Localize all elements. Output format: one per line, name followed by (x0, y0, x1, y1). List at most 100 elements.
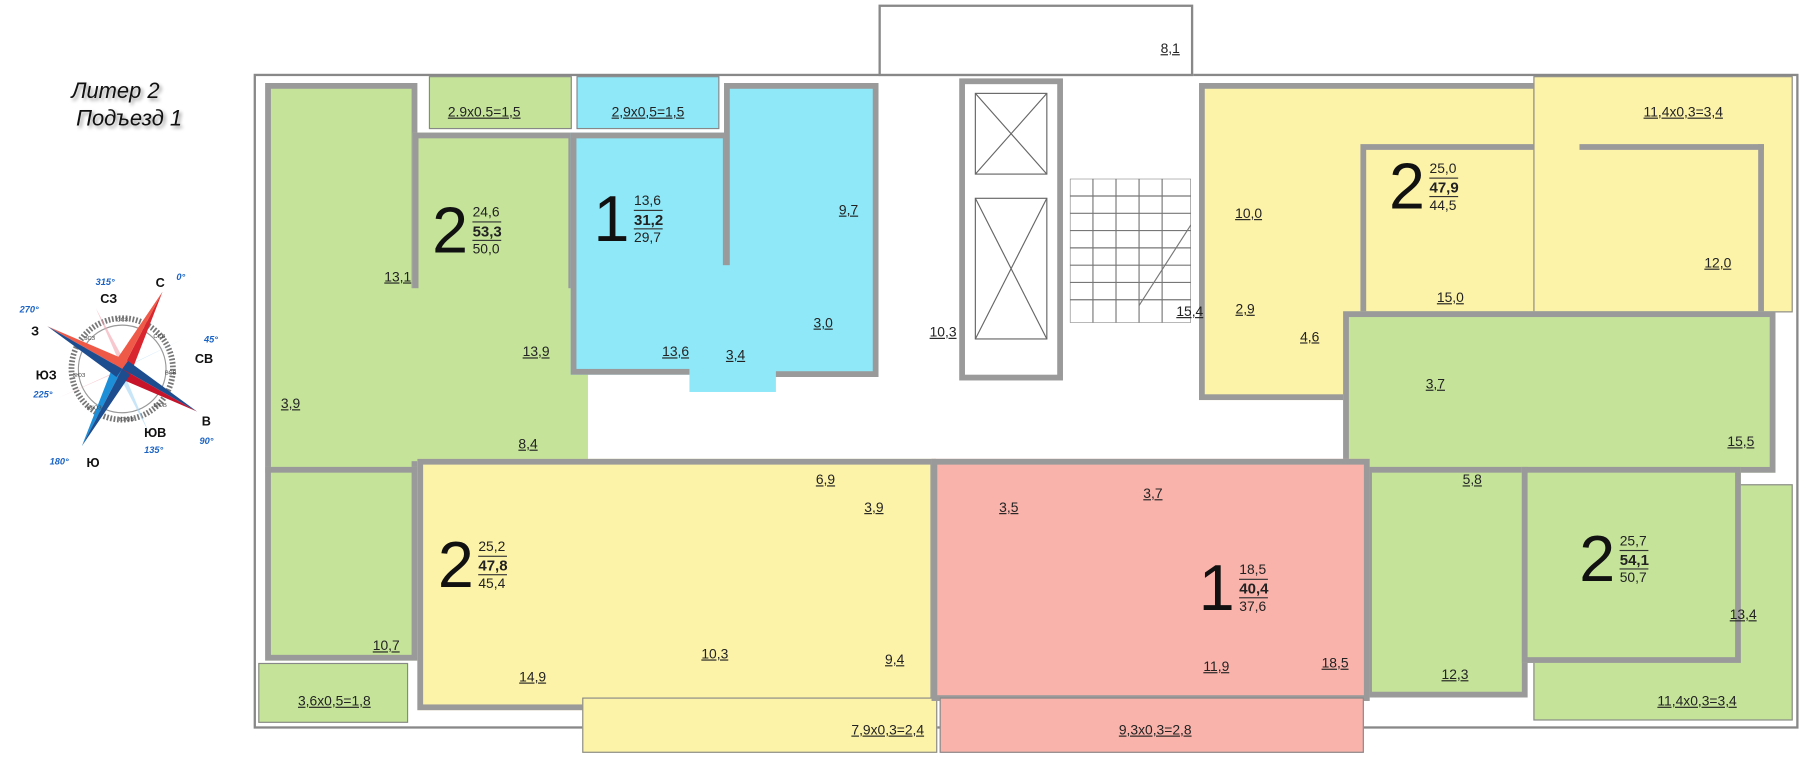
room-area: 13,9 (522, 343, 550, 360)
total-area: 47,9 (1429, 178, 1459, 197)
living-area: 25,2 (478, 538, 508, 557)
compass-se-label: ЮВ (144, 426, 166, 440)
compass-east-label: В (202, 414, 211, 428)
staircase-icon (1069, 178, 1191, 323)
total-area: 31,2 (634, 210, 664, 229)
room-count: 2 (437, 528, 474, 601)
room-count: 2 (432, 193, 468, 267)
apartment-b-balcony (576, 76, 720, 130)
compass-minor-label: ЮЮЗ (86, 405, 102, 411)
compass-deg-south: 180° (50, 457, 69, 467)
room-area: 2,9 (1235, 300, 1255, 318)
net-area: 50,0 (472, 240, 500, 257)
room-count: 1 (1198, 551, 1235, 624)
living-area: 24,6 (472, 203, 502, 222)
room-area: 8,1 (1160, 40, 1180, 57)
room-area: 9,7 (838, 201, 859, 218)
compass-deg-north: 0° (176, 272, 185, 282)
apartment-a-room (265, 466, 418, 661)
room-area: 11,9 (1203, 658, 1230, 675)
compass-minor-label: ЗСЗ (84, 336, 95, 342)
compass-ne-label: СВ (195, 352, 213, 366)
compass-north-arm (122, 291, 163, 375)
apartment-a-balcony (258, 662, 409, 723)
room-area: 3,4 (725, 347, 746, 364)
compass-deg-sw: 225° (32, 390, 52, 400)
total-area: 54,1 (1619, 550, 1649, 569)
compass-north-label: С (156, 276, 165, 290)
compass-minor-label: ССВ (153, 334, 165, 340)
balcony-area: 11,4x0,3=3,4 (1643, 103, 1723, 120)
stair-vestibule (878, 4, 1194, 77)
apartment-c-kitchen (1579, 144, 1764, 318)
total-area: 53,3 (472, 221, 502, 241)
apartment-e-room (931, 458, 1370, 701)
building-label: Литер 2 (71, 79, 160, 104)
room-area: 13,6 (662, 343, 690, 360)
room-area: 15,0 (1436, 289, 1464, 306)
compass-nw-label: СЗ (100, 292, 117, 306)
room-area: 5,8 (1462, 471, 1482, 488)
apartment-b-hall (689, 265, 776, 392)
room-count: 2 (1579, 522, 1616, 595)
compass-deg-east: 90° (199, 436, 213, 446)
living-area: 13,6 (634, 192, 664, 211)
room-area: 14,9 (519, 668, 547, 685)
balcony-area: 7,9x0,3=2,4 (851, 721, 925, 738)
compass-deg-ne: 45° (203, 334, 218, 344)
room-area: 13,1 (384, 268, 412, 285)
apartment-b-kitchen (724, 83, 879, 377)
compass-sw-label: ЮЗ (36, 368, 57, 382)
room-area: 3,7 (1143, 485, 1163, 502)
compass-minor-label: ЗЮЗ (73, 373, 86, 379)
apartment-a-balcony (428, 76, 572, 130)
room-area: 15,5 (1727, 433, 1755, 450)
net-area: 44,5 (1429, 196, 1457, 213)
compass-south-label: Ю (86, 456, 99, 470)
apartment-f-room (1343, 311, 1776, 473)
living-area: 25,0 (1429, 160, 1459, 179)
apartment-f-room (1366, 466, 1528, 698)
room-area: 12,3 (1441, 666, 1469, 683)
apartment-e-balcony (939, 697, 1364, 753)
compass-minor-label: ССЗ (116, 318, 128, 324)
compass-deg-se: 135° (144, 445, 163, 455)
balcony-area: 9,3x0,3=2,8 (1118, 721, 1192, 738)
room-area: 10,0 (1235, 205, 1263, 222)
apartment-a-hall (345, 288, 588, 462)
balcony-area: 3,6x0,5=1,8 (297, 692, 371, 710)
compass-rose-icon: С В Ю З СЗ СВ ЮВ ЮЗ 0° 90° 180° 270° 315… (19, 272, 219, 470)
compass-deg-nw: 315° (96, 277, 115, 287)
room-area: 3,5 (999, 499, 1019, 516)
room-area: 4,6 (1300, 328, 1320, 345)
compass-west-label: З (31, 324, 39, 338)
compass-deg-west: 270° (19, 304, 39, 314)
total-area: 47,8 (478, 556, 508, 575)
compass-minor-label: ЮЮВ (119, 417, 135, 423)
net-area: 29,7 (634, 228, 661, 245)
room-area: 10,3 (929, 323, 957, 341)
apartment-f-room (1521, 466, 1741, 663)
room-area: 13,4 (1729, 606, 1757, 623)
balcony-area: 2,9x0,5=1,5 (611, 103, 685, 120)
room-count: 2 (1388, 149, 1425, 223)
room-area: 6,9 (815, 471, 836, 488)
room-area: 8,4 (518, 435, 538, 452)
entrance-label: Подъезд 1 (76, 107, 183, 132)
room-area: 18,5 (1321, 654, 1349, 671)
net-area: 50,7 (1619, 568, 1647, 586)
compass-minor-label: ВЮВ (153, 403, 167, 409)
room-area: 10,7 (372, 637, 400, 654)
balcony-area: 11,4x0,3=3,4 (1657, 692, 1737, 710)
room-area: 10,3 (701, 645, 729, 662)
plan-title: Литер 2 Подъезд 1 (71, 78, 182, 133)
room-area: 3,9 (864, 499, 884, 516)
room-area: 3,9 (280, 395, 301, 412)
compass-minor-label: ВСВ (165, 371, 177, 377)
room-area: 12,0 (1704, 254, 1732, 271)
elevator-icon (974, 92, 1048, 340)
